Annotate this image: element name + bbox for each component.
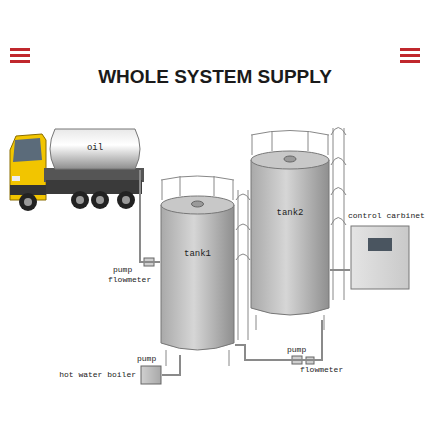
- pipe-line: [235, 320, 322, 360]
- node-label: oil: [87, 144, 103, 154]
- pump-label: pump: [287, 346, 306, 355]
- boiler-box: hot water boiler: [140, 365, 162, 385]
- tanker-drum: oil: [45, 128, 145, 170]
- node-label: tank2: [276, 209, 303, 219]
- pipe-line: [140, 170, 160, 262]
- control-cabinet-shape: [350, 225, 410, 290]
- pipe-line: [162, 355, 180, 375]
- pump-label: pump: [137, 355, 156, 364]
- node-label: tank1: [184, 250, 211, 260]
- flowmeter-label: flowmeter: [108, 276, 151, 285]
- control-cabinet: control carbinet: [350, 225, 410, 290]
- pipe-line: [330, 269, 350, 271]
- storage-tank: tank2: [250, 150, 330, 320]
- storage-tank-shape: [160, 195, 235, 355]
- diagram-title: WHOLE SYSTEM SUPPLY: [0, 66, 430, 88]
- boiler-box-shape: [140, 365, 162, 385]
- storage-tank: tank1: [160, 195, 235, 355]
- pump-label: pump: [113, 266, 132, 275]
- node-label: control carbinet: [348, 212, 425, 221]
- node-label: hot water boiler: [59, 371, 136, 380]
- storage-tank-shape: [250, 150, 330, 320]
- flowmeter-label: flowmeter: [300, 366, 343, 375]
